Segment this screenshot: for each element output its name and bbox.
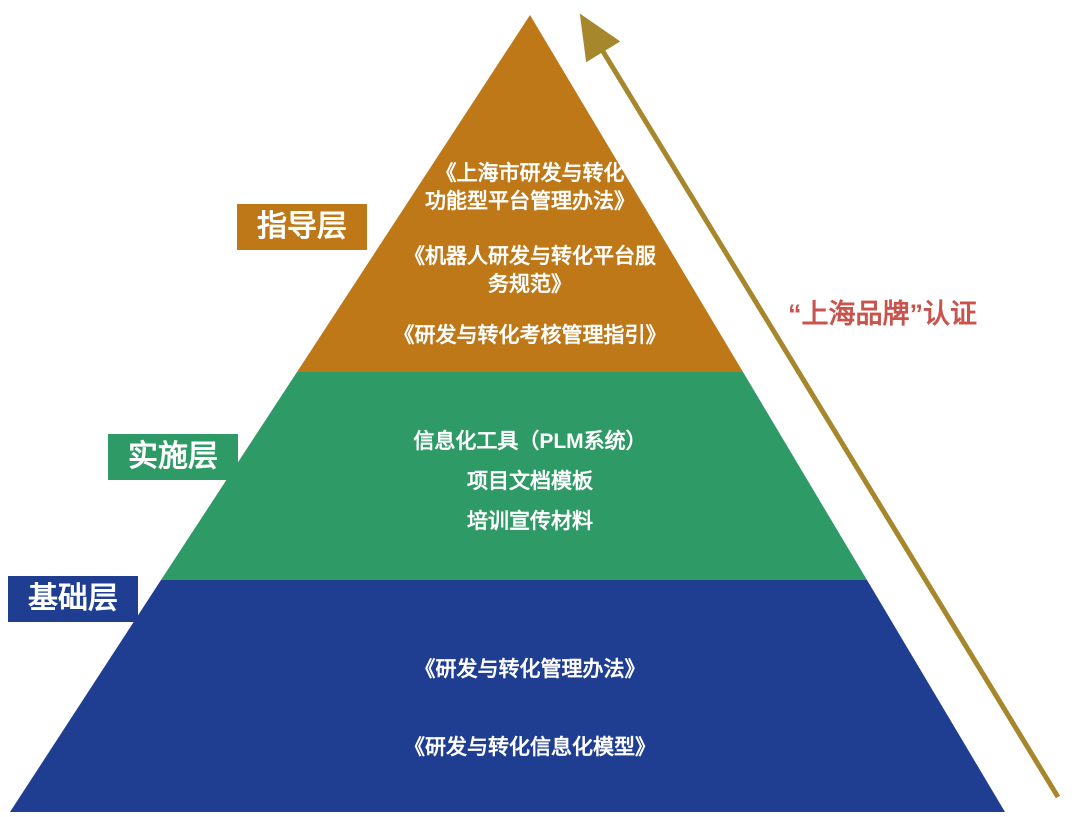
foundation-item-information-model: 《研发与转化信息化模型》 xyxy=(404,736,656,759)
guidance-item-service-spec: 《机器人研发与转化平台服 务规范》 xyxy=(404,245,656,296)
guidance-item-platform-management: 《上海市研发与转化 功能型平台管理办法》 xyxy=(425,162,635,213)
label-guidance-layer: 指导层 xyxy=(237,204,367,250)
certification-annotation: “上海品牌”认证 xyxy=(788,299,977,329)
foundation-item-management-method: 《研发与转化管理办法》 xyxy=(414,658,646,681)
pyramid-layer-foundation xyxy=(10,580,1005,812)
implementation-item-plm-tools: 信息化工具（PLM系统） xyxy=(413,430,647,453)
implementation-item-training-materials: 培训宣传材料 xyxy=(467,510,593,533)
implementation-item-doc-templates: 项目文档模板 xyxy=(467,470,593,493)
guidance-item-assessment-guide: 《研发与转化考核管理指引》 xyxy=(393,324,667,347)
pyramid-layer-guidance xyxy=(297,15,743,372)
pyramid-layer-implementation xyxy=(161,372,867,580)
label-foundation-layer: 基础层 xyxy=(8,576,138,622)
label-implementation-layer: 实施层 xyxy=(108,434,238,480)
certification-arrow xyxy=(579,13,1061,799)
